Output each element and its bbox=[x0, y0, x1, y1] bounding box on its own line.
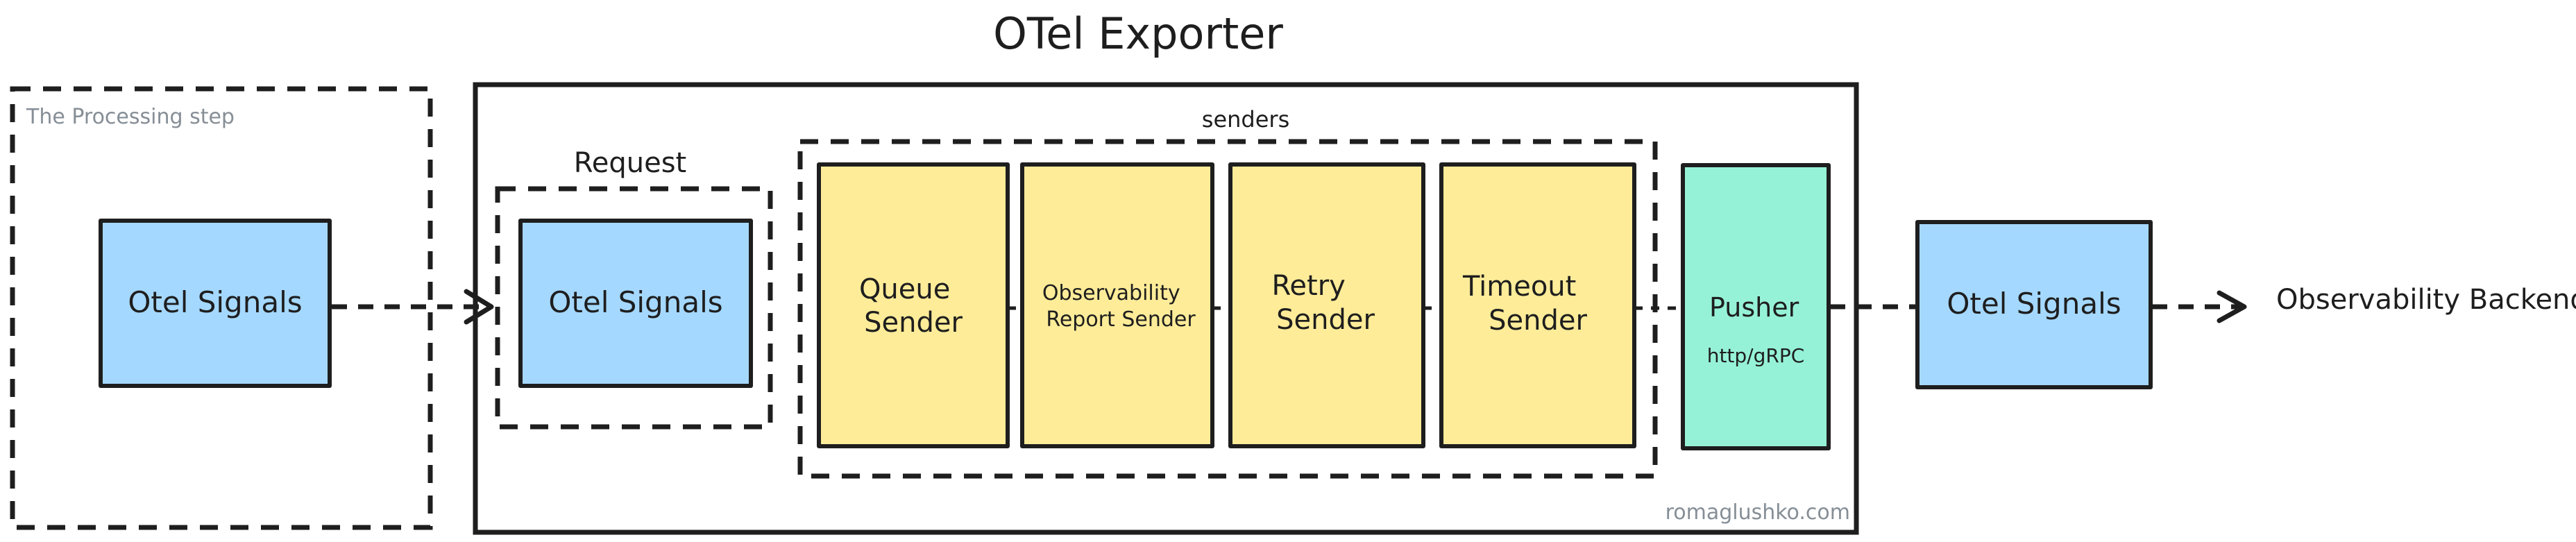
sender-queue-line1: Queue bbox=[859, 273, 950, 305]
svg-text:Retry Sender: Retry Sender bbox=[1271, 270, 1375, 336]
request-frame bbox=[495, 186, 773, 430]
sender-timeout-line2: Sender bbox=[1489, 305, 1587, 337]
request-signals-box: Otel Signals bbox=[518, 219, 753, 388]
svg-text:Queue Sender: Queue Sender bbox=[859, 273, 963, 339]
svg-text:Observability Report Sen: Observability Report Sender bbox=[1042, 281, 1196, 332]
sender-retry: Retry Sender bbox=[1228, 162, 1425, 448]
senders-label: senders bbox=[1202, 106, 1289, 133]
output-signals-box: Otel Signals bbox=[1915, 220, 2153, 389]
request-label: Request bbox=[574, 147, 686, 179]
sender-timeout: Timeout Sender bbox=[1439, 162, 1636, 448]
svg-text:Timeout Sender: Timeout Sender bbox=[1462, 271, 1588, 337]
output-signals-label: Otel Signals bbox=[1947, 287, 2121, 321]
sender-queue-line2: Sender bbox=[864, 307, 963, 339]
pusher-protocol: http/gRPC bbox=[1707, 344, 1805, 367]
request-signals-label: Otel Signals bbox=[548, 285, 722, 319]
arrow-processing-to-request bbox=[332, 289, 494, 325]
processing-signals-label: Otel Signals bbox=[128, 285, 302, 319]
processing-step-label: The Processing step bbox=[26, 105, 235, 129]
arrow-output-to-backend bbox=[2152, 290, 2247, 323]
observability-backend-label: Observability Backend bbox=[2276, 284, 2576, 316]
processing-signals-box: Otel Signals bbox=[99, 219, 332, 388]
sender-observability-line1: Observability bbox=[1042, 281, 1180, 305]
sender-timeout-line1: Timeout bbox=[1462, 271, 1576, 303]
diagram-title: OTel Exporter bbox=[993, 8, 1283, 59]
sender-retry-line1: Retry bbox=[1271, 270, 1345, 302]
pusher-box: Pusher http/gRPC bbox=[1681, 163, 1831, 450]
sender-queue: Queue Sender bbox=[817, 162, 1010, 448]
sender-retry-line2: Sender bbox=[1276, 304, 1375, 336]
pusher-label: Pusher bbox=[1709, 292, 1799, 323]
sender-observability-line2: Report Sender bbox=[1046, 307, 1196, 332]
sender-observability-report: Observability Report Sender bbox=[1020, 162, 1214, 448]
watermark: romaglushko.com bbox=[1666, 500, 1850, 525]
